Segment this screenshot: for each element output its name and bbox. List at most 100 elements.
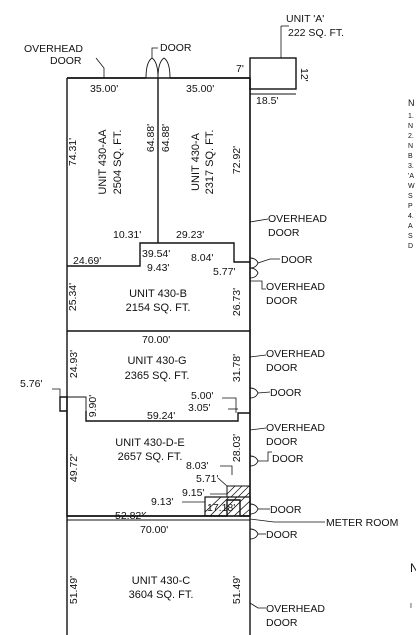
meter-room-label: METER ROOM <box>326 517 398 529</box>
unit-a-side-dim: 7' <box>236 63 244 75</box>
unit-a-box <box>249 57 297 90</box>
unit-a-area: 222 SQ. FT. <box>288 27 344 39</box>
door-symbol-b2 <box>249 267 259 279</box>
door-label-1: DOOR <box>268 227 300 239</box>
dim-a-left: 64.88' <box>160 124 172 152</box>
meter-room-upper <box>226 485 251 498</box>
dim-c-top: 70.00' <box>140 524 168 536</box>
dim-aa-right: 64.88' <box>145 124 157 152</box>
svg-text:P: P <box>408 203 413 210</box>
unit-a-width-dim: 18.5' <box>256 95 278 107</box>
top-door-symbol <box>145 57 171 79</box>
dim-step-right: 8.04' <box>191 252 213 264</box>
svg-text:1.: 1. <box>408 113 414 120</box>
cropped-notes: N 1. N 2. N B 3. 'A W S P 4. A S D N I <box>408 98 416 610</box>
dim-b-bottom: 70.00' <box>142 334 170 346</box>
overhead-door-top-label: OVERHEAD <box>24 43 83 55</box>
dim-meter-width: 17.18' <box>207 502 235 514</box>
unit-aa-name: UNIT 430-AA <box>97 129 109 195</box>
dim-c-left: 51.49' <box>68 576 80 604</box>
overhead-label-3: OVERHEAD <box>266 348 325 360</box>
door-symbol-de <box>249 455 259 467</box>
dim-g-right: 31.78' <box>231 354 243 382</box>
door-label-10: DOOR <box>266 617 298 629</box>
dim-de-step-c: 9.15' <box>182 487 204 499</box>
door-label-5: DOOR <box>270 387 302 399</box>
unit-a-title: UNIT 'A' <box>286 13 324 25</box>
dim-top-left: 35.00' <box>90 83 118 95</box>
door-label-8: DOOR <box>270 504 302 516</box>
svg-text:'A: 'A <box>408 173 414 180</box>
g-jog-lines <box>67 396 87 411</box>
svg-text:N: N <box>410 561 416 575</box>
leaders <box>249 218 325 609</box>
door-top-leader <box>151 47 158 58</box>
door-label-7: DOOR <box>272 453 304 465</box>
svg-text:I: I <box>410 603 412 610</box>
dim-a-bottom: 29.23' <box>176 229 204 241</box>
unit-de-area: 2657 SQ. FT. <box>118 451 183 463</box>
dim-de-step-b: 5.71' <box>196 473 218 485</box>
overhead-top-leader <box>95 57 105 78</box>
dim-de-step-a: 8.03' <box>186 460 208 472</box>
door-label-6: DOOR <box>266 436 298 448</box>
door-label-3: DOOR <box>266 295 298 307</box>
dim-g-left: 24.93' <box>68 350 80 378</box>
door-symbol-meter <box>249 503 259 515</box>
unit-a-depth-dim: 12' <box>298 68 310 82</box>
svg-text:3.: 3. <box>408 163 414 170</box>
svg-text:2.: 2. <box>408 133 414 140</box>
meter-upper-hatch <box>226 485 251 498</box>
dim-de-right: 28.03' <box>231 434 243 462</box>
svg-text:N: N <box>408 143 413 150</box>
unit-g-name: UNIT 430-G <box>127 355 186 367</box>
dim-aa-bottom: 10.31' <box>113 229 141 241</box>
svg-text:S: S <box>408 193 413 200</box>
dim-aa-left: 74.31' <box>67 138 79 166</box>
dim-step-left: 24.69' <box>73 255 101 267</box>
overhead-label-2: OVERHEAD <box>266 281 325 293</box>
dim-g-step-a: 5.00' <box>191 390 213 402</box>
svg-text:N: N <box>408 98 415 108</box>
dim-g-bottom: 59.24' <box>147 410 175 422</box>
door-symbol-g <box>249 387 259 399</box>
unit-aa-area: 2504 SQ. FT. <box>112 130 124 195</box>
dim-de-step-d: 9.13' <box>151 496 173 508</box>
unit-b-area: 2154 SQ. FT. <box>126 302 191 314</box>
door-symbol-b <box>249 257 259 269</box>
dim-de-bottom: 52.82' <box>115 510 143 522</box>
dim-g-jog: 9.90' <box>87 395 99 417</box>
dim-top-right: 35.00' <box>186 83 214 95</box>
svg-text:A: A <box>408 223 413 230</box>
unit-a-name: UNIT 430-A <box>190 132 202 191</box>
svg-text:D: D <box>408 243 413 250</box>
overhead-label-5: OVERHEAD <box>266 603 325 615</box>
svg-text:S: S <box>408 233 413 240</box>
svg-text:W: W <box>408 183 415 190</box>
dim-de-left: 49.72' <box>68 454 80 482</box>
dim-g-jog-out: 5.76' <box>20 378 42 390</box>
door-symbol-c <box>249 528 259 540</box>
unit-g-area: 2365 SQ. FT. <box>125 370 190 382</box>
dim-step-top: 39.54' <box>142 248 170 260</box>
unit-de-name: UNIT 430-D-E <box>115 437 184 449</box>
dim-step-mid: 9.43' <box>147 262 169 274</box>
door-label-9: DOOR <box>266 529 298 541</box>
door-label-4: DOOR <box>266 362 298 374</box>
meter-room-hatch <box>204 496 251 517</box>
dim-g-step-b: 3.05' <box>188 402 210 414</box>
dim-c-right: 51.49' <box>231 576 243 604</box>
dim-a-right: 72.92' <box>231 146 243 174</box>
dim-b-right: 26.73' <box>231 288 243 316</box>
unit-c-name: UNIT 430-C <box>132 575 191 587</box>
overhead-label-1: OVERHEAD <box>268 213 327 225</box>
divider-g-de <box>85 411 250 422</box>
overhead-label-4: OVERHEAD <box>266 422 325 434</box>
door-label-2: DOOR <box>281 254 313 266</box>
svg-text:4.: 4. <box>408 213 414 220</box>
door-top-label: DOOR <box>160 42 192 54</box>
unit-a-area-main: 2317 SQ. FT. <box>204 130 216 195</box>
unit-b-name: UNIT 430-B <box>129 288 187 300</box>
divider-a-b <box>67 242 250 267</box>
